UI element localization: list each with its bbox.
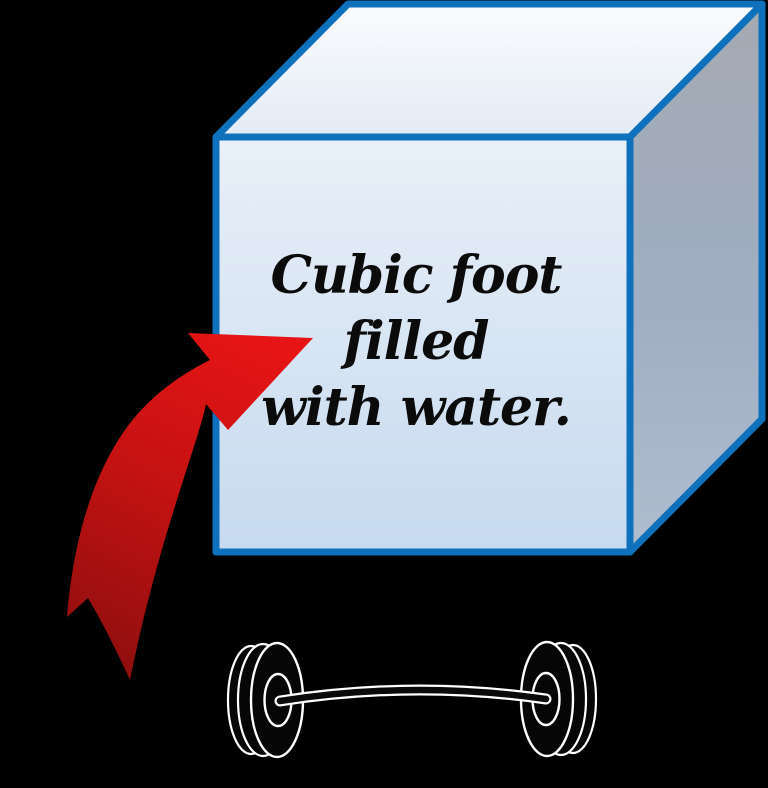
cube-label-line-2: filled [343, 311, 489, 372]
barbell-right-weight [519, 640, 598, 758]
cube-label-line-3: with water. [261, 377, 572, 438]
barbell-icon [226, 640, 598, 759]
cube-label-line-1: Cubic foot [270, 245, 563, 306]
barbell-bar [276, 686, 550, 705]
red-curved-arrow-icon [67, 333, 313, 680]
cube-label: Cubic foot filled with water. [209, 243, 623, 441]
